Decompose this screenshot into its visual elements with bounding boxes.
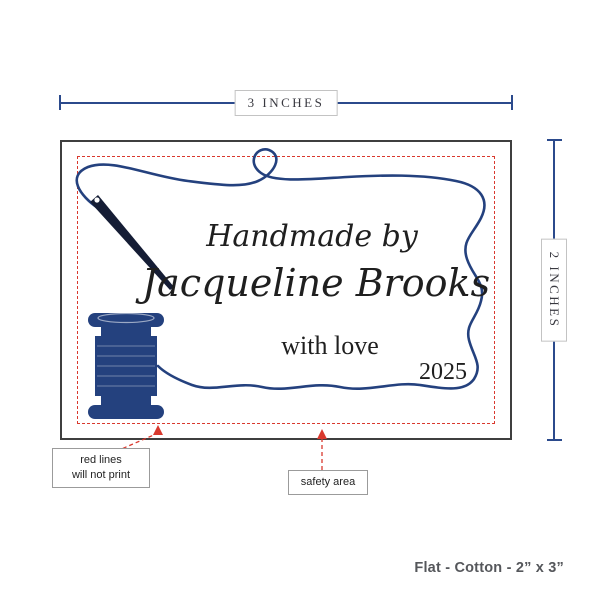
label-line-with-love: with love [281, 331, 379, 360]
callout-arrow-safety-area [317, 429, 327, 470]
label-line-handmade: Handmade by [206, 219, 418, 254]
width-dimension-label: 3 INCHES [234, 90, 338, 116]
callout-red-lines: red lines will not print [52, 448, 150, 488]
thread-path [75, 148, 486, 391]
product-spec-text: Flat - Cotton - 2” x 3” [414, 560, 564, 576]
height-dimension-label: 2 INCHES [541, 238, 567, 342]
height-dimension-endcap-top [547, 139, 562, 141]
safety-area-border [77, 156, 495, 424]
label-year: 2025 [419, 359, 467, 385]
width-dimension-endcap-left [59, 95, 61, 110]
needle-eye [94, 197, 100, 203]
callout-red-lines-text-1: red lines [80, 454, 122, 466]
thread-spool-icon [88, 312, 164, 419]
callout-red-lines-text-2: will not print [71, 468, 131, 481]
callout-safety-area: safety area [288, 470, 368, 495]
label-name: Jacqueline Brooks [141, 261, 491, 305]
callout-safety-area-text: safety area [300, 476, 356, 488]
width-dimension-endcap-right [511, 95, 513, 110]
needle-icon [90, 195, 174, 290]
thread-illustration [75, 148, 486, 419]
height-dimension-endcap-bottom [547, 439, 562, 441]
